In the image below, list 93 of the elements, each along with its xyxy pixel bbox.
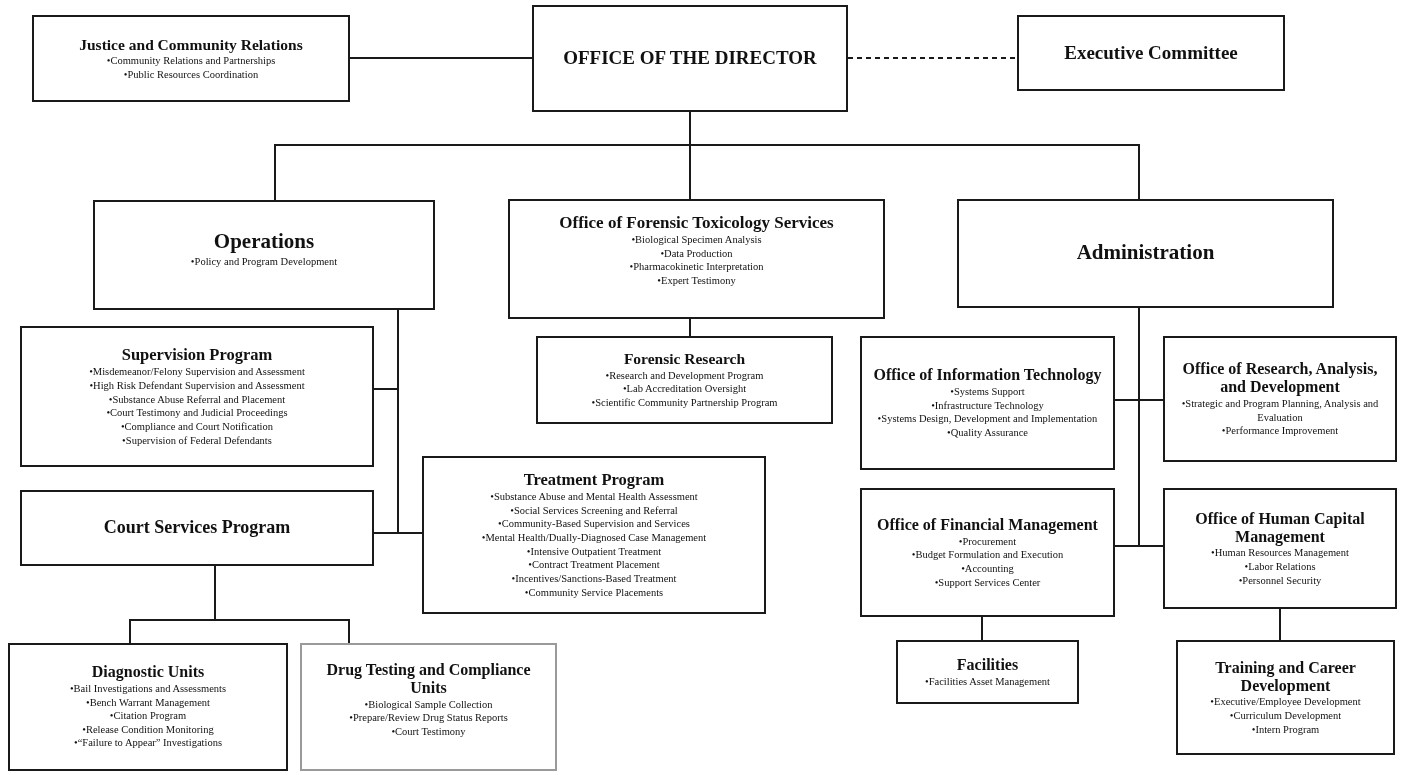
duty-item: •Release Condition Monitoring: [82, 722, 214, 737]
duty-item: •Infrastructure Technology: [931, 398, 1044, 413]
org-unit-box: [20, 490, 374, 566]
unit-title: Supervision Program: [121, 345, 273, 365]
duty-item: •Systems Support: [950, 385, 1025, 399]
duty-item: •Supervision of Federal Defendants: [122, 433, 272, 448]
duty-item: •Support Services Center: [934, 575, 1041, 590]
duty-item: •Intern Program: [1251, 722, 1320, 737]
duty-item: •Biological Sample Collection: [364, 697, 493, 712]
org-unit-box: [1163, 336, 1397, 462]
connector-line: [1138, 307, 1164, 547]
org-unit-box: [93, 200, 435, 310]
connector-line: [1279, 608, 1281, 641]
duty-item: •Substance Abuse and Mental Health Assessment: [490, 490, 698, 504]
unit-title: Office of Forensic Toxicology Services: [559, 213, 834, 233]
org-unit-box: [1163, 488, 1397, 609]
org-unit-box: [957, 199, 1334, 308]
duty-item: •Pharmacokinetic Interpretation: [629, 260, 764, 274]
duty-item: •Mental Health/Dually-Diagnosed Case Management: [481, 531, 707, 545]
org-unit-box: [20, 326, 374, 467]
connector-line: [397, 309, 423, 534]
connector-line: [214, 565, 350, 644]
duty-item: •Lab Accreditation Oversight: [622, 382, 747, 396]
duty-item: •Intensive Outpatient Treatment: [526, 544, 662, 559]
duty-item: •Community Relations and Partnerships: [106, 54, 276, 68]
unit-title: Justice and Community Relations: [79, 35, 303, 54]
unit-title: Office of Research, Analysis, and Development: [1181, 360, 1379, 396]
unit-title: Office of Information Technology: [873, 366, 1102, 385]
duty-item: •Facilities Asset Management: [925, 674, 1050, 689]
duty-item: •Quality Assurance: [947, 426, 1028, 440]
connector-line: [981, 616, 983, 641]
org-unit-box: [1176, 640, 1395, 755]
duty-item: •High Risk Defendant Supervision and Assessment: [89, 378, 305, 393]
duty-item: •Substance Abuse Referral and Placement: [108, 392, 286, 407]
org-unit-box: [422, 456, 766, 614]
duty-item: •Human Resources Management: [1211, 546, 1349, 561]
duty-item: •Biological Specimen Analysis: [631, 233, 762, 247]
unit-title: Diagnostic Units: [91, 663, 205, 681]
org-unit-box: [8, 643, 288, 771]
duty-item: •Bench Warrant Management: [86, 695, 210, 710]
duty-item: •Bail Investigations and Assessments: [69, 681, 227, 696]
org-unit-box: [300, 643, 557, 771]
duty-item: •Personnel Security: [1238, 573, 1322, 588]
org-unit-box: [536, 336, 833, 424]
duty-item: •Procurement: [958, 534, 1017, 549]
duty-item: •Citation Program: [109, 709, 187, 723]
org-unit-box: [532, 5, 848, 112]
connector-line: [689, 318, 691, 337]
duty-item: •Misdemeanor/Felony Supervision and Assessment: [89, 365, 305, 379]
unit-title: Office of Human Capital Management: [1194, 509, 1366, 546]
duty-item: •Contract Treatment Placement: [528, 558, 660, 572]
unit-title: Court Services Program: [103, 517, 291, 538]
unit-title: Treatment Program: [523, 470, 665, 490]
org-unit-box: [508, 199, 885, 319]
duty-item: •“Failure to Appear” Investigations: [74, 736, 222, 751]
duty-item: •Community-Based Supervision and Services: [498, 517, 690, 532]
duty-item: •Systems Design, Development and Implementation: [877, 412, 1098, 427]
duty-item: •Public Resources Coordination: [123, 67, 259, 82]
duty-item: •Research and Development Program: [605, 368, 764, 383]
org-unit-box: [860, 336, 1115, 470]
duty-item: •Labor Relations: [1244, 560, 1316, 574]
connector-line: [349, 57, 533, 59]
unit-title: Operations: [213, 230, 315, 254]
duty-item: •Data Production: [660, 246, 733, 261]
duty-item: •Policy and Program Development: [190, 254, 338, 269]
duty-item: •Strategic and Program Planning, Analysis and Evaluation: [1180, 396, 1380, 425]
dashed-connector: [847, 57, 1018, 59]
duty-item: •Incentives/Sanctions-Based Treatment: [511, 572, 677, 586]
duty-item: •Performance Improvement: [1221, 424, 1339, 438]
duty-item: •Expert Testimony: [657, 273, 736, 288]
org-unit-box: [860, 488, 1115, 617]
duty-item: •Court Testimony: [391, 725, 466, 739]
unit-title: Administration: [1076, 241, 1215, 265]
unit-title: Drug Testing and Compliance Units: [325, 661, 532, 697]
unit-title: Office of Financial Management: [877, 515, 1098, 534]
duty-item: •Curriculum Development: [1229, 709, 1342, 723]
org-unit-box: [32, 15, 350, 102]
duty-item: •Accounting: [961, 561, 1014, 576]
duty-item: •Community Service Placements: [524, 585, 664, 600]
duty-item: •Social Services Screening and Referral: [510, 503, 678, 518]
duty-item: •Budget Formulation and Execution: [911, 548, 1064, 562]
unit-title: Executive Committee: [1064, 41, 1238, 64]
unit-title: Forensic Research: [623, 350, 746, 368]
duty-item: •Executive/Employee Development: [1210, 695, 1361, 710]
unit-title: Facilities: [956, 655, 1019, 674]
duty-item: •Compliance and Court Notification: [120, 419, 274, 434]
duty-item: •Prepare/Review Drug Status Reports: [349, 711, 508, 726]
duty-item: •Scientific Community Partnership Program: [591, 396, 778, 410]
unit-title: OFFICE OF THE DIRECTOR: [563, 47, 817, 69]
org-unit-box: [896, 640, 1079, 704]
org-unit-box: [1017, 15, 1285, 91]
unit-title: Training and Career Development: [1214, 658, 1357, 695]
duty-item: •Court Testimony and Judicial Proceedings: [106, 406, 288, 420]
